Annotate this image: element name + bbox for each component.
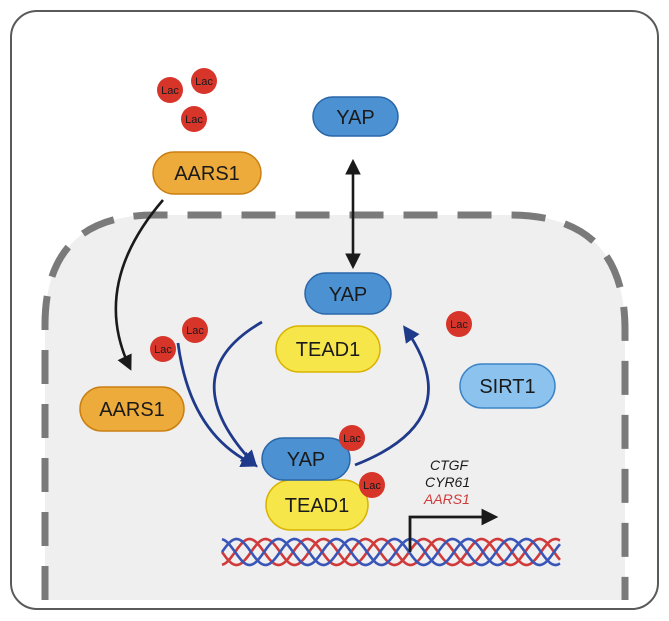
svg-text:Lac: Lac: [343, 433, 361, 445]
sirt1: SIRT1: [459, 363, 556, 409]
nucleus-membrane: [41, 211, 629, 600]
lactylation-arrow: [212, 320, 263, 468]
aars1-cytoplasm: AARS1: [152, 151, 262, 195]
lac-nucleus-1: Lac: [150, 336, 176, 362]
yap-nucleus-label: YAP: [329, 284, 368, 306]
aars1-nucleus-label: AARS1: [99, 399, 165, 421]
svg-text:Lac: Lac: [363, 480, 381, 492]
lac-nucleus-2: Lac: [182, 317, 208, 343]
tead1-bottom-label: TEAD1: [285, 495, 349, 517]
aars1-import-arrow: [114, 199, 164, 371]
lac-cytoplasm-2: Lac: [191, 68, 217, 94]
gene-cyr61: CYR61: [425, 474, 470, 490]
svg-text:Lac: Lac: [195, 76, 213, 88]
sirt1-label: SIRT1: [479, 376, 535, 398]
aars1-cytoplasm-label: AARS1: [174, 163, 240, 185]
dna-strand-blue: [220, 537, 561, 567]
svg-text:Lac: Lac: [186, 325, 204, 337]
lac-sirt1: Lac: [446, 311, 472, 337]
gene-aars1: AARS1: [423, 491, 470, 507]
yap-nucleus: YAP: [304, 272, 392, 315]
tead1-bottom: TEAD1: [265, 479, 369, 531]
gene-ctgf: CTGF: [430, 457, 470, 473]
yap-cytoplasm: YAP: [312, 96, 399, 137]
transcription-arrow: [408, 508, 499, 552]
svg-text:Lac: Lac: [185, 114, 203, 126]
aars1-nucleus: AARS1: [79, 386, 185, 432]
dna-helix: [220, 537, 561, 567]
lac-cytoplasm-3: Lac: [181, 106, 207, 132]
delac-arrow-lower: [176, 342, 259, 467]
svg-text:Lac: Lac: [154, 344, 172, 356]
svg-text:Lac: Lac: [450, 319, 468, 331]
yap-lactylated-label: YAP: [287, 449, 326, 471]
nucleus: [45, 215, 625, 600]
tead1-top-label: TEAD1: [296, 339, 360, 361]
dna-strand-blue-2: [221, 537, 561, 567]
lac-yap-1: Lac: [339, 425, 365, 451]
delactylation-arrow: [354, 325, 430, 467]
tead1-top: TEAD1: [275, 325, 381, 373]
lac-cytoplasm-1: Lac: [157, 77, 183, 103]
yap-lactylated: YAP: [261, 437, 351, 481]
lac-yap-2: Lac: [359, 472, 385, 498]
svg-text:Lac: Lac: [161, 85, 179, 97]
yap-cytoplasm-label: YAP: [336, 107, 375, 129]
